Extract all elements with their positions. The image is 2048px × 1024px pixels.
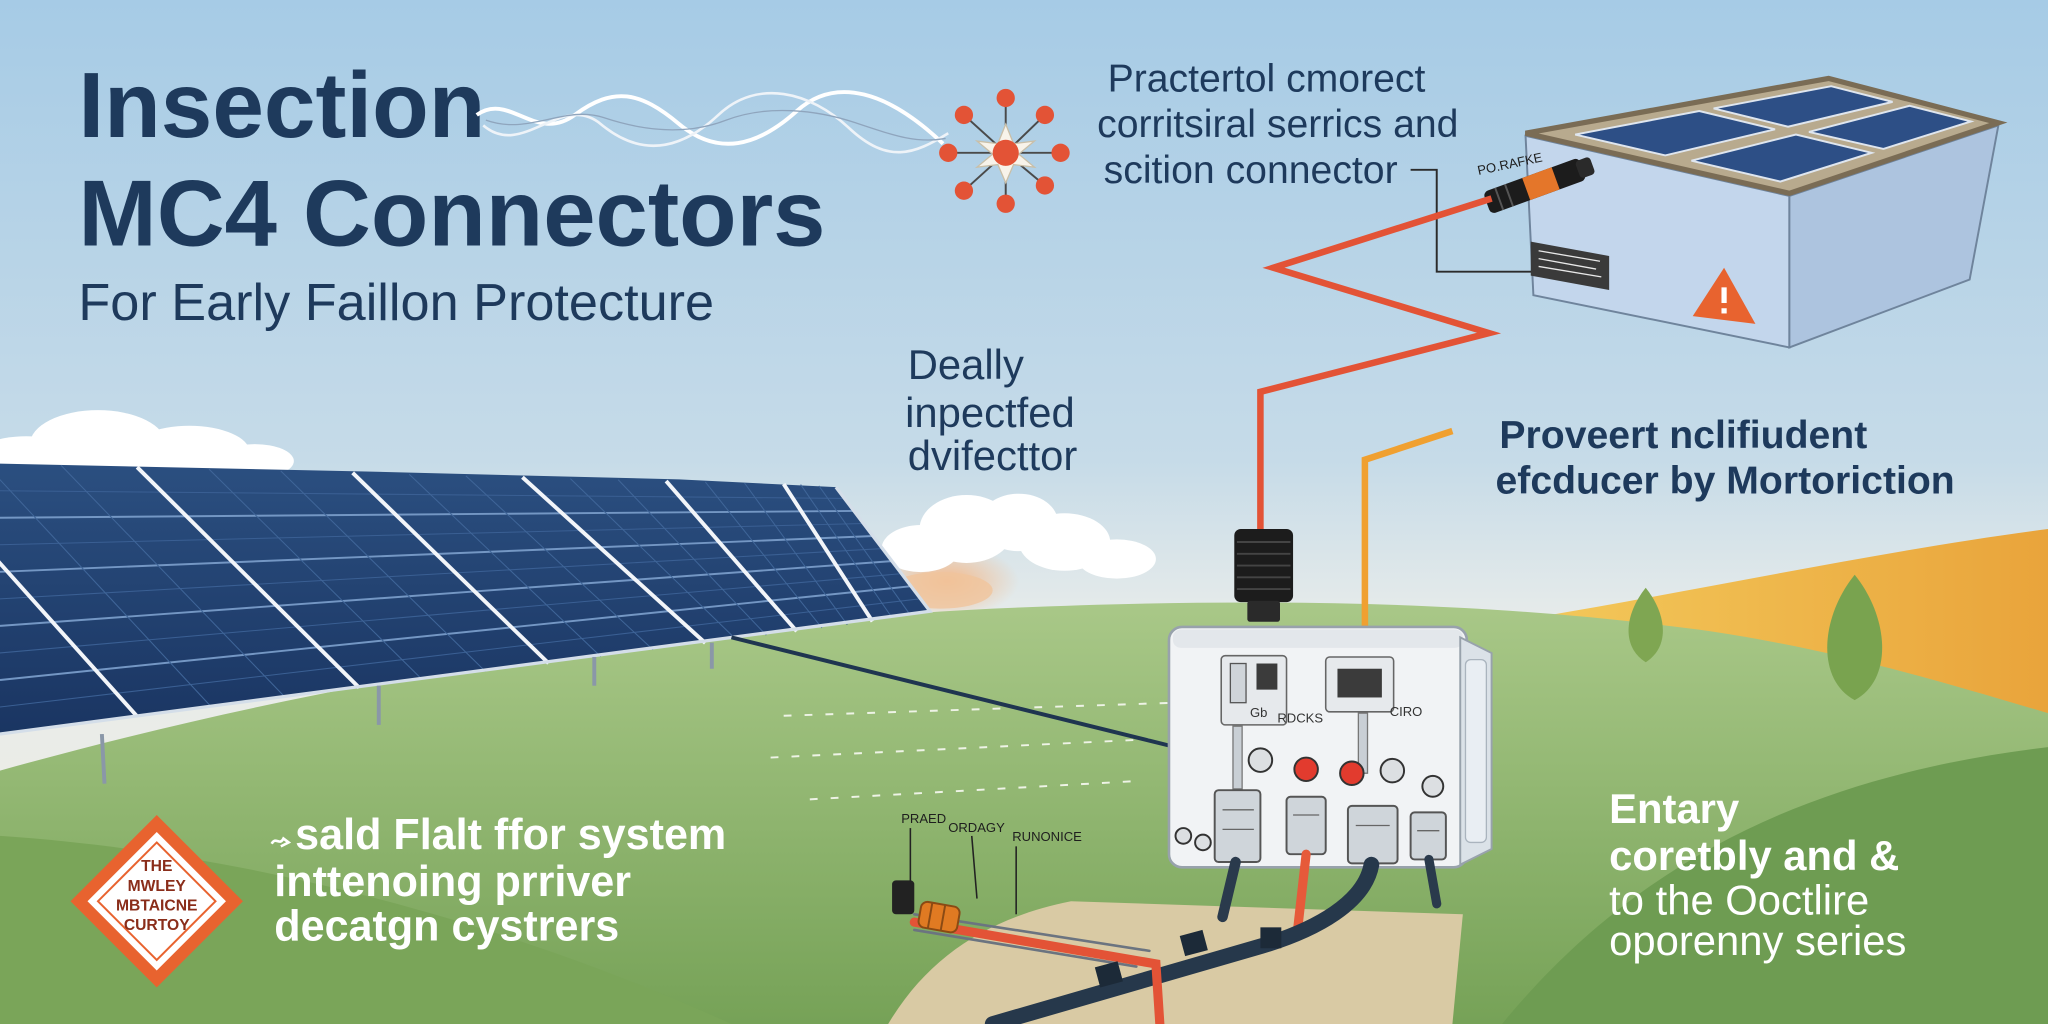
inverter-right-label: CIRO [1390,704,1423,719]
callout-top-line-1: Practertol cmorect [1108,57,1426,100]
warning-sign-line-1: THE [141,858,172,875]
breaker-module-left [1220,654,1288,726]
inverter-left-label: RDCKS [1277,710,1323,725]
caption-left-line-1: sald Flalt ffor system [295,811,726,859]
warning-sign-icon [70,815,243,988]
orange-wire [1361,427,1454,651]
green-field [0,602,2048,1024]
panel-cell-columns [0,464,911,708]
arrow-icon [270,836,292,848]
callout-right-line-2: efcducer by Mortoriction [1496,460,1955,503]
callout-leader-line [1410,168,1536,273]
caption-right-line-2: coretbly and & [1609,832,1899,879]
enclosure-label-plate [1530,241,1610,290]
roof-solar-panels [1574,85,1975,183]
caption-right-line-1: Entary [1609,785,1740,832]
page-title-line-2: MC4 Connectors [78,161,825,266]
inline-connector [1234,528,1294,622]
field-dashes [770,701,1176,801]
red-zigzag-wire [1257,195,1502,531]
clouds-center [875,493,1156,618]
panel-frame-edge [0,486,933,736]
orange-cable-connector [917,900,961,934]
array-to-inverter-cable [730,635,1176,750]
tree-icon [1628,587,1663,663]
rooftop-enclosure [1524,75,2008,349]
page-title-line-1: Insection [78,53,485,157]
wavy-wires [475,90,949,154]
mc4-connector-icon [1484,157,1595,213]
caption-left-line-3: decatgn cystrers [274,902,619,950]
warning-sign-line-3: MBTAICNE [116,897,197,914]
callout-middle-line-3: dvifecttor [908,432,1078,479]
caption-right-line-3: to the Ooctlire [1609,876,1869,923]
tree-icon [1827,574,1883,701]
caption-right-line-4: oporenny series [1609,917,1906,964]
panel-dividers [0,465,875,718]
inverter-tag-label: Gb [1250,705,1267,720]
warning-triangle-icon [1692,267,1756,324]
cable-tag-3: RUNONICE [1012,829,1082,844]
cable-tag-leaders [909,828,1017,915]
control-knobs [1174,747,1445,852]
callout-right-line-1: Proveert nclifiudent [1499,414,1867,457]
foreground-hill-right [1502,747,2048,1024]
page-subtitle: For Early Faillon Protecture [78,274,714,332]
callout-top-line-2: corritsiral serrics and [1097,103,1458,146]
panel-support-legs [99,642,714,784]
breaker-module-right [1324,656,1395,713]
warning-sign-line-4: CURTOY [124,917,190,934]
cable-tag-1: PRAED [901,811,946,826]
callout-middle-line-1: Deally [908,341,1024,388]
cable-tag-2: ORDAGY [948,820,1005,835]
panel-cell-rows [0,490,921,708]
callout-top-line-3: scition connector [1104,149,1398,192]
cable-sensor [892,880,915,915]
caption-left-line-2: inttenoing prriver [274,858,631,906]
enclosure-roof [1524,75,2008,197]
warning-sign-line-2: MWLEY [128,878,187,895]
callout-middle-line-2: inpectfed [905,389,1075,436]
bottom-cables [909,849,1442,1024]
molecule-icon [939,88,1070,213]
solar-panel-array [0,463,933,784]
inverter-box: Gb RDCKS CIRO [1167,625,1493,869]
